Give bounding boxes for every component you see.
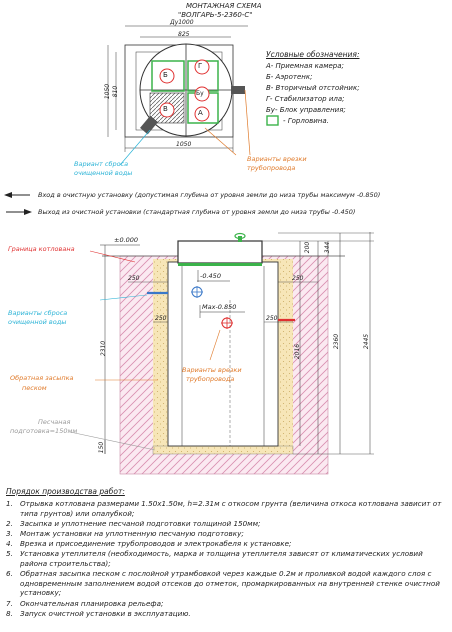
procedure-step: 7. Окончательная планировка рельефа; <box>6 599 445 609</box>
outlet-arrow-icon <box>6 209 32 215</box>
sand-bed-label-2: подготовка=150мм <box>10 427 78 435</box>
legend-title: Условные обозначения: <box>266 50 360 59</box>
section-discharge-2: очищенной воды <box>8 318 67 326</box>
top-callout-discharge-1: Вариант сброса <box>74 160 129 168</box>
dim-body: 2016 <box>294 343 302 360</box>
step-text: Обратная засыпка песком с послойной утра… <box>20 569 440 597</box>
legend-item-bu: Бу- Блок управления; <box>266 106 346 114</box>
dim-overall: 2445 <box>363 333 371 350</box>
top-callout-pipe-2: трубопровода <box>247 164 296 172</box>
mark-inlet: Max-0.850 <box>202 303 237 311</box>
chamber-a-label: А <box>198 109 203 117</box>
inlet-description: Вход в очистную установку (допустимая гл… <box>38 191 381 199</box>
dim-side-left: 250 <box>128 275 140 282</box>
chamber-v-label: В <box>163 105 168 113</box>
procedure-step: 5. Установка утеплителя (необходимость, м… <box>6 549 445 568</box>
legend-hatch-label: - Горловина. <box>283 117 329 125</box>
procedure-step: 6. Обратная засыпка песком с послойной ут… <box>6 569 445 598</box>
step-number: 7. <box>6 599 13 608</box>
legend-item-v: В- Вторичный отстойник; <box>266 84 360 92</box>
title-line-1: МОНТАЖНАЯ СХЕМА <box>186 2 262 10</box>
chamber-b-label: Б <box>163 71 168 79</box>
procedure-title: Порядок производства работ: <box>6 487 125 496</box>
procedure-step: 8. Запуск очистной установки в эксплуатац… <box>6 609 445 619</box>
chamber-g-label: Г <box>198 62 203 70</box>
dim-height: 2310 <box>100 340 108 357</box>
section-discharge-1: Варианты сброса <box>8 309 68 317</box>
step-number: 3. <box>6 529 13 538</box>
procedure-step: 1. Отрывка котлована размерами 1.50х1.50м… <box>6 499 445 518</box>
top-callout-pipe-1: Варианты врезки <box>247 155 307 163</box>
section-pipe-1: Варианты врезки <box>182 366 242 374</box>
legend-item-g: Г- Стабилизатор ила; <box>266 95 345 103</box>
step-text: Запуск очистной установки в эксплуатацию… <box>20 609 191 618</box>
outlet-description: Выход из очистной установки (стандартная… <box>38 208 356 216</box>
step-text: Окончательная планировка рельефа; <box>20 599 164 608</box>
top-callout-discharge-2: очищенной воды <box>74 169 133 177</box>
dim-mid-right: 250 <box>266 315 278 322</box>
legend-item-a: А- Приемная камера; <box>266 62 344 70</box>
step-number: 6. <box>6 569 13 578</box>
step-number: 5. <box>6 549 13 558</box>
procedure-step: 3. Монтаж установки на уплотненную песчан… <box>6 529 445 539</box>
dim-total: 2360 <box>333 333 341 350</box>
section-pipe-2: трубопровода <box>186 375 235 383</box>
step-number: 2. <box>6 519 13 528</box>
cross-section <box>69 232 374 475</box>
dim-top-a: 200 <box>304 241 312 254</box>
legend-item-b: Б- Аэротенк; <box>266 73 313 81</box>
dim-side-right: 250 <box>292 275 304 282</box>
procedure-step: 2. Засыпка и уплотнение песчаной подготов… <box>6 519 445 529</box>
step-text: Монтаж установки на уплотненную песчаную… <box>20 529 244 538</box>
dim-left-inner: 810 <box>112 85 120 98</box>
dim-inner: 825 <box>178 31 190 38</box>
sand-bed-label-1: Песчаная <box>38 418 71 426</box>
dim-top-b: 344 <box>324 241 332 254</box>
step-number: 4. <box>6 539 13 548</box>
mark-outlet: -0.450 <box>200 272 221 280</box>
backfill-label-1: Обратная засыпка <box>10 374 74 382</box>
step-text: Засыпка и уплотнение песчаной подготовки… <box>20 519 261 528</box>
dim-bottom: 1050 <box>176 141 192 148</box>
dim-mid-left: 250 <box>155 315 167 322</box>
step-text: Отрывка котлована размерами 1.50х1.50м, … <box>20 499 442 518</box>
dim-left-outer: 1050 <box>104 83 112 100</box>
pit-boundary-label: Граница котлована <box>8 245 75 253</box>
step-text: Установка утеплителя (необходимость, мар… <box>20 549 423 568</box>
legend-hatch-swatch <box>266 115 279 126</box>
ground-mark: ±0.000 <box>114 236 139 244</box>
step-number: 8. <box>6 609 13 618</box>
step-number: 1. <box>6 499 13 508</box>
procedure-step: 4. Врезка и присоединение трубопроводов и… <box>6 539 445 549</box>
title-line-2: "ВОЛГАРЬ-5-2360-С" <box>178 11 253 19</box>
top-view-plan <box>107 25 251 166</box>
dim-top: Ду1000 <box>170 19 194 26</box>
backfill-label-2: песком <box>22 384 47 392</box>
step-text: Врезка и присоединение трубопроводов и э… <box>20 539 292 548</box>
dim-bed: 150 <box>98 441 106 454</box>
inlet-arrow-icon <box>4 192 30 198</box>
chamber-bu-label: Бу <box>196 90 204 97</box>
